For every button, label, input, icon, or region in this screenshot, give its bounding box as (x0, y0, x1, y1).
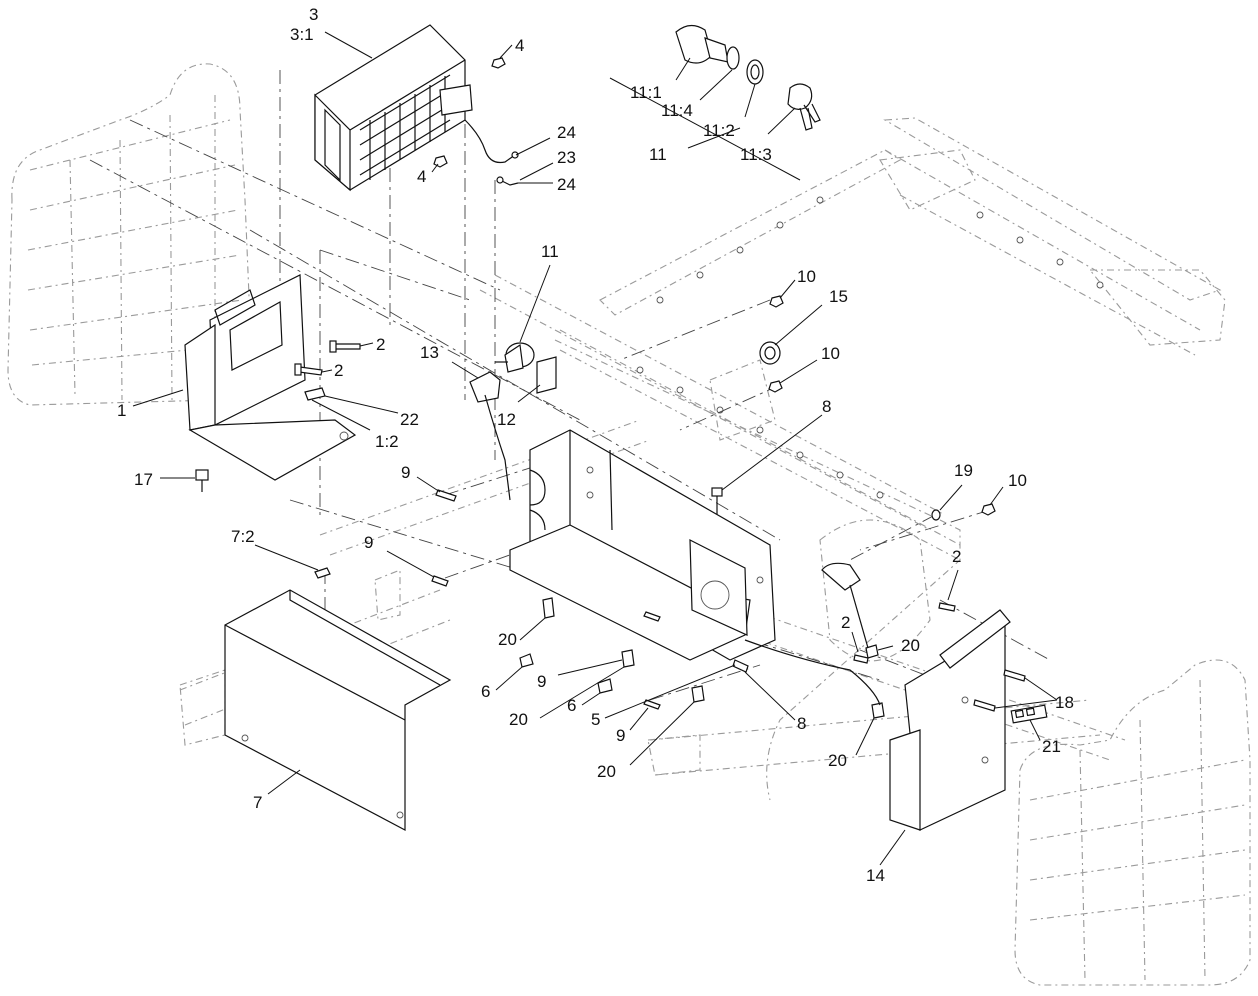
bracket-line-11 (609, 77, 801, 181)
callout-2-lower: 2 (334, 361, 343, 380)
callout-12: 12 (497, 410, 516, 429)
callout-11-2: 11:2 (703, 121, 735, 140)
callout-5: 5 (591, 710, 600, 729)
callout-2-upper: 2 (376, 335, 385, 354)
callout-10-right: 10 (1008, 471, 1027, 490)
bolt-9-d (643, 699, 661, 710)
bolt-8-lower (732, 659, 749, 673)
callout-11-switch: 11 (541, 242, 559, 261)
ghost-left-tire (7, 63, 251, 406)
bolt-9-a (435, 489, 457, 502)
ghost-right-tire (1014, 659, 1251, 986)
plate-12 (536, 356, 557, 394)
callout-9-c: 9 (537, 672, 546, 691)
callout-24-lower: 24 (557, 175, 576, 194)
bolt-9-c (643, 611, 661, 622)
callout-3: 3 (309, 5, 318, 24)
screw-4-top (491, 57, 506, 69)
clip-22 (304, 387, 326, 401)
callout-8-lower: 8 (797, 714, 806, 733)
callout-13: 13 (420, 343, 439, 362)
callout-11-4: 11:4 (661, 101, 693, 120)
leader-lines (132, 31, 1058, 866)
callout-11-3: 11:3 (740, 145, 772, 164)
clip-6-b (597, 678, 613, 694)
bolts-18 (973, 669, 1026, 712)
nut-10-right (981, 503, 996, 516)
callout-6-b: 6 (567, 696, 576, 715)
bolt-2-right-a (938, 602, 956, 612)
callout-20-b: 20 (901, 636, 920, 655)
callout-2-right-a: 2 (952, 547, 961, 566)
clip-20-e (865, 644, 879, 659)
callout-24-top: 24 (557, 123, 576, 142)
clip-6-a (519, 653, 534, 668)
callout-4-top: 4 (515, 36, 524, 55)
callout-20-a: 20 (498, 630, 517, 649)
controller-module (314, 24, 473, 192)
callout-20-e: 20 (597, 762, 616, 781)
nut-10-top (769, 295, 784, 308)
callout-11-1: 11:1 (630, 83, 662, 102)
decal-21 (1010, 704, 1048, 724)
callout-9-d: 9 (616, 726, 625, 745)
nut-10-middle (768, 380, 783, 393)
cover-7 (224, 567, 452, 831)
bolt-2-lower (294, 363, 323, 376)
callout-18: 18 (1055, 693, 1074, 712)
explosion-axes (89, 60, 1051, 701)
callout-7-2: 7:2 (231, 527, 255, 546)
callout-3-1: 3:1 (290, 25, 314, 44)
clip-20-b (621, 649, 635, 668)
callout-11-kit: 11 (649, 145, 667, 164)
screw-4-lower (433, 155, 448, 168)
callout-7: 7 (253, 793, 262, 812)
callout-1-2: 1:2 (375, 432, 399, 451)
callout-8-top: 8 (822, 397, 831, 416)
rail-holes (636, 196, 1104, 499)
callout-20-d: 20 (828, 751, 847, 770)
ignition-11-assembled (495, 342, 535, 373)
side-bracket-14 (889, 609, 1011, 831)
callout-15: 15 (829, 287, 848, 306)
callout-17: 17 (134, 470, 153, 489)
callout-10-top: 10 (797, 267, 816, 286)
bolt-17 (195, 469, 209, 492)
callout-19: 19 (954, 461, 973, 480)
callout-9-a: 9 (401, 463, 410, 482)
callout-22: 22 (400, 410, 419, 429)
main-tray-5 (509, 429, 776, 661)
bolt-2-right-b (853, 654, 869, 664)
harness-23 (464, 119, 519, 186)
callout-6-a: 6 (481, 682, 490, 701)
harness-right (744, 562, 881, 706)
callout-21: 21 (1042, 737, 1061, 756)
bolt-8-top (711, 487, 723, 516)
switch-13 (469, 371, 511, 501)
callout-4-lower: 4 (417, 167, 426, 186)
grommet-15 (759, 341, 781, 365)
ignition-switch-exploded (675, 24, 821, 131)
callout-1: 1 (117, 401, 126, 420)
clip-20-c (691, 685, 705, 703)
clip-20-d (871, 702, 885, 719)
callout-2-right-b: 2 (841, 613, 850, 632)
callout-labels: 3 3:1 4 4 24 23 24 11:1 11:4 11:2 11:3 1… (117, 5, 1074, 885)
bolt-2-upper (329, 340, 361, 353)
washer-19 (931, 509, 941, 521)
clip-20-a (542, 597, 555, 619)
callout-20-c: 20 (509, 710, 528, 729)
callout-23: 23 (557, 148, 576, 167)
callout-14: 14 (866, 866, 885, 885)
callout-10-middle: 10 (821, 344, 840, 363)
callout-9-b: 9 (364, 533, 373, 552)
bolt-9-b (431, 575, 449, 587)
mounting-bracket-1 (184, 274, 357, 481)
